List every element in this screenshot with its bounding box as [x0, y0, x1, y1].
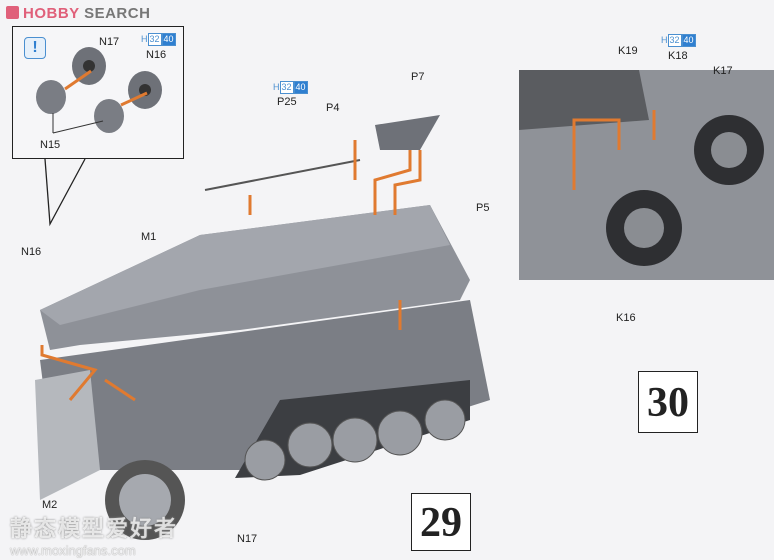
inset-parts-drawing	[36, 47, 162, 134]
part-label-m2: M2	[42, 499, 58, 511]
part-label-k19: K19	[618, 45, 638, 57]
part-label-m1: M1	[141, 231, 157, 243]
part-label-n15: N15	[40, 139, 61, 151]
part-label-p4: P4	[326, 102, 340, 114]
part-label-p7: P7	[411, 71, 425, 83]
logo-icon	[6, 6, 19, 19]
watermark-title: 静态模型爱好者	[10, 516, 179, 541]
part-label-p5: P5	[476, 202, 490, 214]
watermark-url: www.moxingfans.com	[10, 543, 136, 558]
part-label-k16: K16	[616, 312, 636, 324]
part-label-p25: P25	[277, 96, 297, 108]
step-29-vehicle-drawing	[35, 115, 490, 540]
part-label-k18: K18	[668, 50, 688, 62]
attention-icon: !	[24, 37, 46, 59]
part-label-k17: K17	[713, 65, 733, 77]
hobby-search-logo: HOBBY SEARCH	[6, 5, 150, 22]
inset-pointer	[44, 158, 86, 227]
step-number-30: 30	[638, 371, 698, 433]
step-30-photo-drawing	[519, 70, 774, 280]
part-label-n16-step29: N16	[21, 246, 42, 258]
part-label-n16: N16	[146, 49, 167, 61]
step-number-29: 29	[411, 493, 471, 551]
part-label-n17: N17	[99, 36, 120, 48]
step-30-photo	[519, 70, 774, 280]
part-label-n17-step29: N17	[237, 533, 258, 545]
